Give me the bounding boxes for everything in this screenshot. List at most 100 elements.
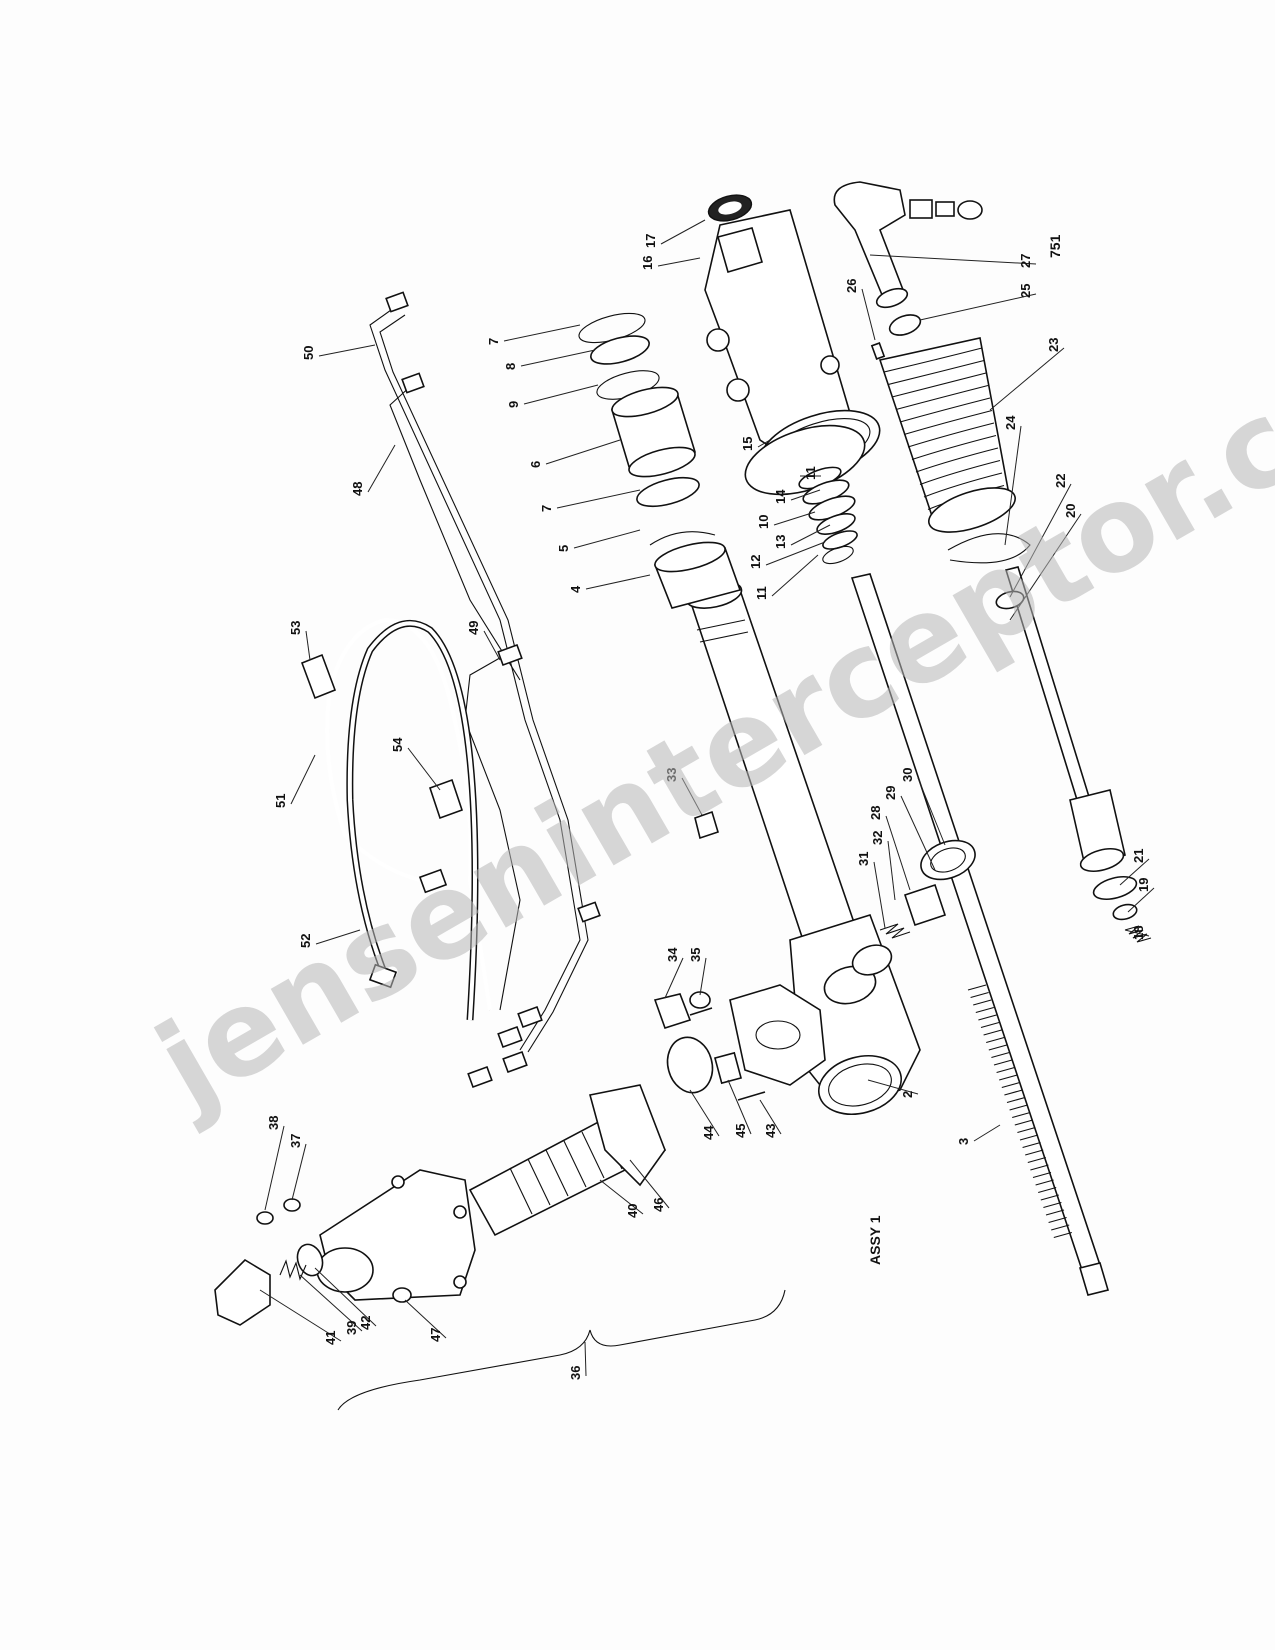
callout-50: 50 [301,346,316,360]
hose-52 [346,619,479,1021]
leader-line-37 [291,1143,307,1201]
callout-14: 14 [773,489,788,504]
pipe-50 [369,291,589,1053]
bracket-36 [337,1289,786,1411]
callout-11: 11 [803,466,818,480]
callout-26: 26 [844,279,859,293]
leader-line-15 [757,439,771,448]
leader-line-25 [919,293,1037,321]
shim-28 [903,883,947,927]
callout-24: 24 [1003,415,1018,430]
leader-line-7 [503,324,581,342]
locknut-25 [888,314,922,336]
leader-line-4 [585,574,651,590]
callout-51: 51 [273,794,288,808]
rack-tooth [1043,1201,1062,1209]
callout-labels: 2345677891011111213141516171819202122232… [266,234,1151,1380]
valve-groove [545,1149,569,1197]
callout-20: 20 [1063,504,1078,518]
rack-tooth [967,984,987,991]
circlip-5 [649,531,716,546]
rack-tooth [978,1014,997,1021]
leader-line-40 [599,1179,644,1215]
callout-42: 42 [358,1316,373,1330]
callout-15: 15 [740,437,755,451]
callout-47: 47 [428,1328,443,1342]
leader-line-27 [869,254,1037,265]
leader-line-7 [556,489,641,509]
callout-39: 39 [344,1321,359,1335]
leader-line-32 [887,840,896,901]
seal-42 [296,1243,324,1277]
nut-47 [392,1287,412,1303]
callout-12: 12 [748,555,763,569]
rack-tooth [1038,1186,1057,1194]
callout-25: 25 [1018,284,1033,298]
callout-27: 27 [1018,254,1033,268]
studs-43 [689,1007,766,1101]
rack-bar [850,573,1110,1296]
spring-39 [279,1259,307,1281]
callout-53: 53 [288,621,303,635]
rack-tooth [983,1029,1002,1036]
callout-29: 29 [883,786,898,800]
rack-tooth [1053,1231,1072,1239]
leader-line-51 [290,754,316,805]
callout-33: 33 [664,768,679,782]
tie-rod-end [833,181,983,309]
leader-line-13 [790,524,831,546]
callout-10: 10 [756,515,771,529]
page-code: 751 [1047,234,1063,258]
bellows-rib [883,347,983,373]
callout-46: 46 [651,1198,666,1212]
bearing-44 [666,1036,714,1094]
leader-line-48 [367,444,396,493]
leader-line-24 [1004,425,1022,546]
callout-37: 37 [288,1134,303,1148]
callout-11: 11 [754,586,769,600]
rack-tooth [1022,1141,1041,1149]
leader-line-6 [545,439,621,465]
pipe-49 [464,643,523,1011]
leader-line-43 [759,1099,782,1135]
lock-washer-21 [1092,875,1138,901]
leader-line-3 [973,1124,1001,1142]
callout-8: 8 [503,363,518,370]
callout-32: 32 [870,831,885,845]
leader-line-38 [264,1125,285,1211]
callout-52: 52 [298,934,313,948]
callout-3: 3 [956,1138,971,1145]
bellows-rib [887,359,985,386]
valve-cover-46 [589,1084,666,1187]
rack-tooth [986,1036,1005,1044]
nut-19 [1112,903,1138,921]
hose-51 [325,617,492,1011]
rack-tooth [999,1074,1018,1081]
leader-line-2 [867,1079,919,1095]
callout-31: 31 [856,852,871,866]
oil-seal [707,194,753,222]
leader-line-39 [299,1274,363,1332]
rack-tooth [1045,1209,1065,1216]
leader-line-19 [1127,887,1155,913]
callout-48: 48 [350,482,365,496]
leader-line-10 [773,511,816,526]
rack-tooth [1004,1089,1023,1096]
spring-seat-group [798,466,858,565]
union-adaptor [694,810,719,840]
callout-43: 43 [763,1124,778,1138]
rack-tooth [1040,1194,1059,1201]
callout-19: 19 [1136,878,1151,892]
rack-tooth [973,999,992,1006]
callout-36: 36 [568,1366,583,1380]
rack-tooth [1012,1111,1031,1119]
callout-21: 21 [1131,849,1146,863]
rack-tooth [991,1051,1010,1059]
leader-line-35 [699,957,707,996]
clip-53 [300,653,337,700]
rack-tooth [1019,1134,1039,1141]
leader-line-54 [407,747,441,791]
rack-tooth [1048,1216,1067,1224]
clip-26 [870,342,886,360]
